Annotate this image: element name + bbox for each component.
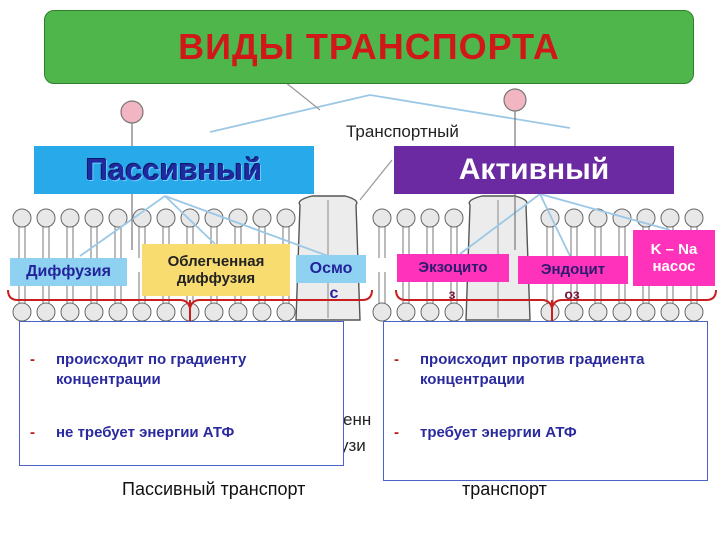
passive-to-diffusion-line bbox=[79, 195, 166, 257]
footer-caption-left: Пассивный транспорт bbox=[122, 479, 306, 499]
passive-property-2-text: не требует энергии АТФ bbox=[56, 424, 235, 441]
pump-line-1: K – Na bbox=[650, 240, 698, 258]
passive-bracket bbox=[7, 289, 373, 322]
connector-lines bbox=[79, 94, 671, 257]
phospholipid bbox=[588, 208, 608, 258]
phospholipid bbox=[564, 272, 584, 322]
phospholipid bbox=[444, 208, 464, 258]
passive-to-osmosis-line bbox=[164, 195, 329, 257]
phospholipid bbox=[36, 208, 56, 258]
page-title: ВИДЫ ТРАНСПОРТА bbox=[178, 26, 560, 67]
title-banner: ВИДЫ ТРАНСПОРТА bbox=[44, 10, 694, 84]
active-bracket bbox=[395, 289, 717, 322]
active-to-endocytosis-line bbox=[539, 193, 571, 257]
phospholipid bbox=[180, 208, 200, 258]
title-to-passive-line bbox=[209, 94, 371, 133]
pump-line-2: насос bbox=[652, 258, 696, 275]
transport-protein-caption: Транспортный bbox=[346, 122, 459, 141]
sodium-potassium-pump-label: K – Na насос bbox=[633, 230, 715, 286]
osmosis-label: Осмо bbox=[296, 255, 366, 283]
phospholipid bbox=[396, 208, 416, 258]
bullet-dash: - bbox=[394, 351, 399, 368]
diffusion-label: Диффузия bbox=[10, 258, 127, 286]
active-to-pump-line bbox=[539, 193, 671, 231]
footer-caption-right: транспорт bbox=[462, 479, 547, 499]
phospholipid bbox=[60, 208, 80, 258]
title-to-active-line bbox=[369, 94, 571, 129]
phospholipid bbox=[84, 272, 104, 322]
active-to-exocytosis-line bbox=[459, 193, 541, 255]
endocytosis-label: Эндоцит bbox=[518, 256, 628, 284]
phospholipid bbox=[564, 208, 584, 258]
membrane-bilayer bbox=[12, 208, 704, 322]
passive-transport-header: Пассивный bbox=[34, 146, 314, 194]
passive-to-facilitated-line bbox=[164, 195, 216, 245]
bullet-dash: - bbox=[30, 351, 35, 368]
exocytosis-label-tail: з bbox=[448, 285, 456, 302]
facilitated-diffusion-label: Облегченная диффузия bbox=[142, 244, 290, 296]
passive-property-1-text: происходит по градиенту концентрации bbox=[56, 351, 247, 389]
active-properties-box: - происходит против градиента концентрац… bbox=[383, 321, 708, 481]
phospholipid bbox=[372, 208, 392, 258]
active-property-1: - происходит против градиента концентрац… bbox=[394, 350, 699, 391]
phospholipid bbox=[12, 208, 32, 258]
phospholipid bbox=[36, 272, 56, 322]
bullet-dash: - bbox=[394, 424, 399, 441]
phospholipid bbox=[252, 208, 272, 258]
phospholipid bbox=[420, 208, 440, 258]
passive-property-1: - происходит по градиенту концентрации bbox=[30, 350, 330, 391]
phospholipid bbox=[612, 208, 632, 258]
phospholipid bbox=[540, 272, 560, 322]
passive-property-2: - не требует энергии АТФ bbox=[30, 423, 330, 443]
facilitated-line-2: диффузия bbox=[176, 270, 256, 287]
background-text-fragment: узи bbox=[340, 436, 366, 455]
endocytosis-label-tail: оз bbox=[564, 285, 580, 302]
exocytosis-label: Экзоцито bbox=[397, 254, 509, 282]
passive-properties-box: - происходит по градиенту концентрации -… bbox=[19, 321, 344, 466]
background-text-fragment: енн bbox=[343, 410, 372, 429]
active-property-2: - требует энергии АТФ bbox=[394, 423, 699, 443]
facilitated-line-1: Облегченная bbox=[167, 252, 265, 270]
active-transport-header: Активный bbox=[394, 146, 674, 194]
osmosis-label-tail: с bbox=[329, 284, 339, 302]
active-property-2-text: требует энергии АТФ bbox=[420, 424, 577, 441]
phospholipid bbox=[372, 272, 392, 322]
phospholipid bbox=[84, 208, 104, 258]
passive-label: Пассивный bbox=[85, 152, 263, 187]
active-property-1-text: происходит против градиента концентрации bbox=[420, 351, 645, 389]
active-label: Активный bbox=[458, 153, 610, 186]
bullet-dash: - bbox=[30, 424, 35, 441]
